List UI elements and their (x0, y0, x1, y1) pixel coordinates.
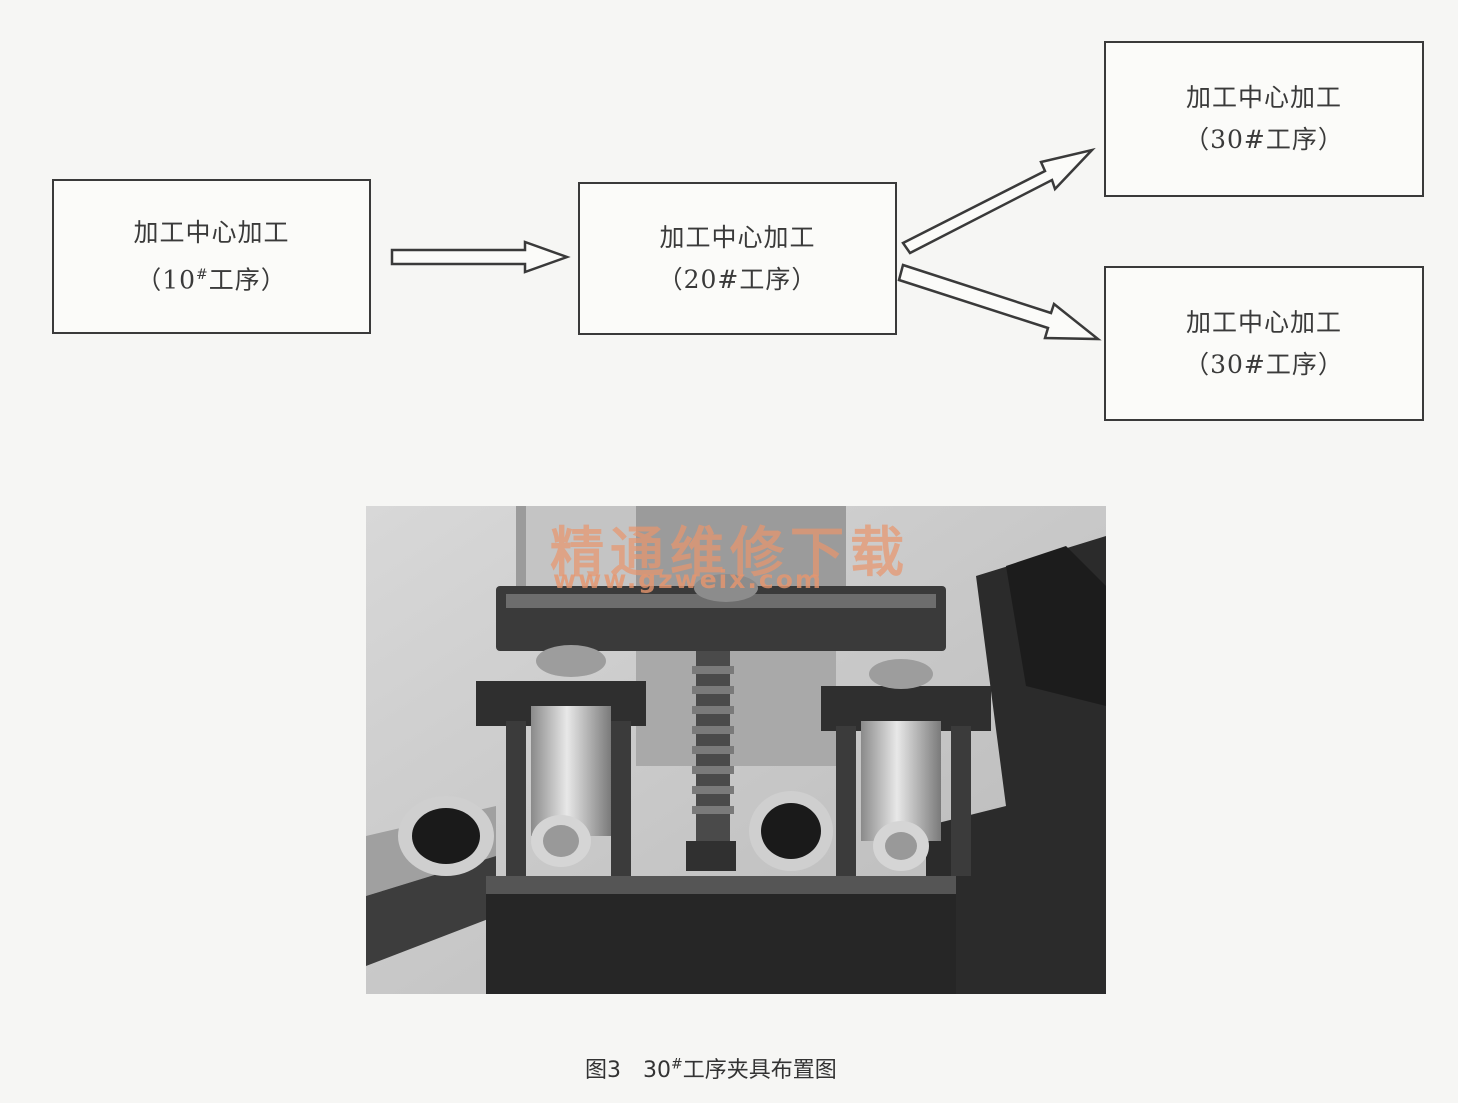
process-box-step: （30#工序） (1184, 125, 1344, 154)
process-box-step: （10#工序） (136, 265, 287, 295)
arrow-op20-to-op30-bottom (897, 263, 1102, 341)
process-box-op10: 加工中心加工 （10#工序） (52, 179, 371, 334)
process-box-step: （30#工序） (1184, 349, 1344, 379)
process-box-title: 加工中心加工 (1185, 83, 1342, 112)
arrow-op20-to-op30-top (901, 147, 1096, 255)
watermark-url: www.gzweix.com (553, 565, 823, 594)
process-box-op20: 加工中心加工 （20#工序） (578, 182, 897, 335)
process-box-op30-bottom: 加工中心加工 （30#工序） (1104, 266, 1424, 421)
process-box-title: 加工中心加工 (659, 222, 816, 252)
flow-arrows (390, 147, 1102, 341)
process-box-op30-top: 加工中心加工 （30#工序） (1104, 41, 1424, 197)
process-box-step: （20#工序） (657, 264, 818, 294)
arrow-op10-to-op20 (390, 240, 571, 274)
process-box-title: 加工中心加工 (133, 217, 290, 247)
watermark-title: 精通维修下载 (550, 521, 910, 584)
figure-caption: 图3 30#工序夹具布置图 (585, 1056, 837, 1083)
process-box-title: 加工中心加工 (1185, 307, 1342, 337)
fixture-photo (366, 506, 1106, 994)
